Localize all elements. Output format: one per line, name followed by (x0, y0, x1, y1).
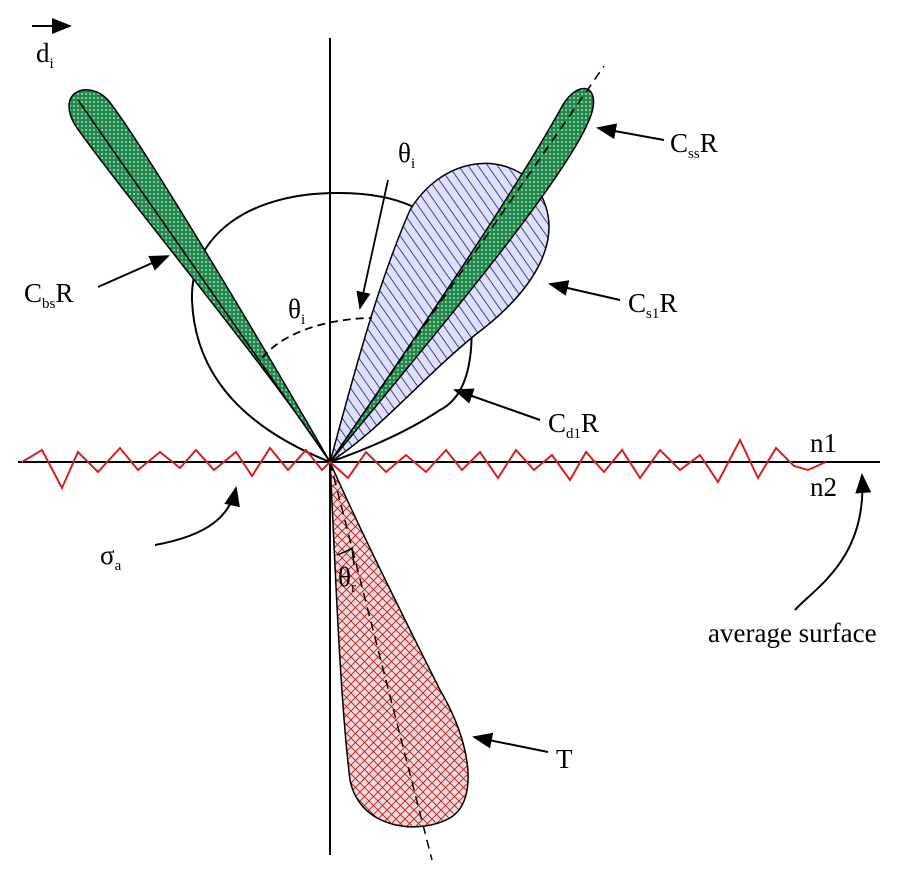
label-theta-i-left: θi (288, 294, 305, 328)
arrow-cd1r (453, 388, 541, 421)
label-n1: n1 (810, 428, 837, 458)
specular-spike-cssr (329, 87, 595, 463)
arrow-sigma (154, 486, 240, 546)
label-cssr: CssR (670, 128, 718, 162)
theta-r-arc (336, 546, 355, 566)
arrow-cbsr (97, 255, 170, 288)
label-cbsr: CbsR (24, 278, 73, 312)
refracted-direction-dashed (329, 461, 433, 861)
label-cs1r: Cs1R (628, 288, 677, 322)
label-sigma-a: σa (100, 540, 122, 574)
arrow-cssr (596, 123, 665, 141)
label-n2: n2 (810, 472, 837, 502)
arrow-theta-i-top (356, 179, 389, 310)
specular-direction-dashed (329, 65, 605, 463)
label-cd1r: Cd1R (548, 408, 599, 442)
arrow-average-surface (794, 473, 872, 611)
label-theta-i-top: θi (398, 138, 415, 172)
theta-i-arc (261, 317, 373, 359)
label-average-surface: average surface (708, 618, 877, 648)
incident-direction-line (77, 99, 331, 463)
rough-surface-profile (21, 437, 827, 491)
transmission-lobe-t (329, 461, 469, 828)
arrow-t (472, 732, 549, 753)
arrow-cs1r (548, 280, 621, 301)
label-t: T (556, 744, 573, 774)
label-d-i: di (36, 38, 54, 72)
label-theta-r: θr (338, 562, 356, 596)
